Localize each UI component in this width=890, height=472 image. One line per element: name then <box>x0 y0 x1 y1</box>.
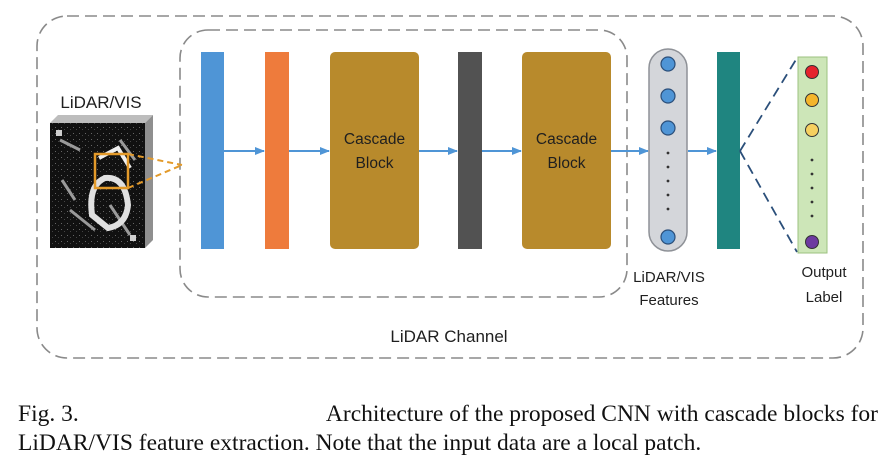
output-ellipsis <box>810 158 814 218</box>
output-column <box>797 56 828 254</box>
caption-line-1: Fig. 3. Architecture of the proposed CNN… <box>18 400 878 429</box>
architecture-diagram: LiDAR/VIS Cascade Block Cascade Block <box>36 15 864 359</box>
features-label-line1: LiDAR/VIS <box>633 269 705 286</box>
lidar-channel-frame <box>179 29 628 298</box>
output-node-purple <box>805 235 819 249</box>
feature-node <box>660 120 676 136</box>
cascade-block-1 <box>330 52 419 249</box>
output-node-lightyellow <box>805 123 819 137</box>
feature-node <box>660 88 676 104</box>
input-label: LiDAR/VIS <box>60 93 141 112</box>
feature-ellipsis <box>666 151 670 211</box>
cascade-block-2-label-line2: Block <box>548 155 586 172</box>
outer-frame <box>36 15 864 359</box>
figure-number: Fig. 3. <box>18 401 79 427</box>
cascade-block-1-label-line2: Block <box>356 155 394 172</box>
conv-layer-gray <box>458 52 482 249</box>
channel-label: LiDAR Channel <box>390 327 507 346</box>
zoom-line-top <box>127 153 183 166</box>
cascade-block-2 <box>522 52 611 249</box>
input-image <box>50 115 153 248</box>
conv-layer-orange <box>265 52 289 249</box>
figure-caption: Fig. 3. Architecture of the proposed CNN… <box>18 400 878 458</box>
conv-layer-blue <box>201 52 224 249</box>
output-label-line2: Label <box>806 289 843 306</box>
fan-line-bottom <box>739 150 798 253</box>
fc-layer-teal <box>717 52 740 249</box>
caption-text-line2: LiDAR/VIS feature extraction. Note that … <box>18 430 702 456</box>
features-label-line2: Features <box>639 292 698 309</box>
cascade-block-1-label-line1: Cascade <box>344 131 405 148</box>
cascade-block-2-label-line1: Cascade <box>536 131 597 148</box>
feature-column <box>648 48 688 252</box>
caption-text-line1: Architecture of the proposed CNN with ca… <box>325 401 878 427</box>
feature-node <box>660 56 676 72</box>
output-node-yellow <box>805 93 819 107</box>
fan-line-top <box>739 57 798 152</box>
feature-node <box>660 229 676 245</box>
output-label-line1: Output <box>801 264 847 281</box>
patch-highlight-box <box>93 152 130 190</box>
output-node-red <box>805 65 819 79</box>
